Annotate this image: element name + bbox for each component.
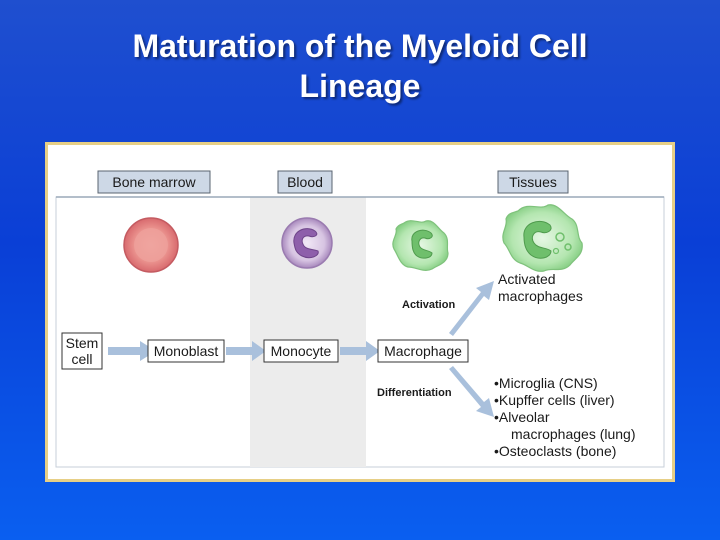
differentiated-item: •Alveolar	[494, 409, 550, 425]
differentiated-item: macrophages (lung)	[511, 426, 636, 442]
arrow-differentiation	[449, 366, 494, 417]
header-blood: Blood	[277, 170, 333, 194]
stem-cell-node: Stem cell	[61, 332, 103, 370]
header-blood-label: Blood	[287, 174, 323, 190]
slide-title-line-1: Maturation of the Myeloid Cell	[132, 28, 588, 64]
slide-title-line-2: Lineage	[299, 68, 421, 104]
header-bone-marrow: Bone marrow	[97, 170, 211, 194]
differentiation-label: Differentiation	[377, 387, 452, 399]
monoblast-cell-image	[123, 217, 179, 273]
header-bone-marrow-label: Bone marrow	[112, 174, 196, 190]
differentiated-item: •Microglia (CNS)	[494, 375, 598, 391]
header-tissues-label: Tissues	[509, 174, 557, 190]
monocyte-node: Monocyte	[263, 339, 339, 363]
arrow-stem-to-monoblast	[108, 341, 156, 361]
header-tissues: Tissues	[497, 170, 569, 194]
myeloid-lineage-figure: Bone marrow Blood Tissues	[45, 142, 675, 482]
stem-cell-label-line-1: Stem	[66, 335, 99, 351]
arrow-monoblast-to-monocyte	[226, 341, 266, 361]
arrow-monocyte-to-macrophage	[340, 341, 380, 361]
differentiated-item: •Osteoclasts (bone)	[494, 443, 616, 459]
monoblast-node: Monoblast	[147, 339, 225, 363]
arrow-activation	[449, 281, 494, 336]
macrophage-cell-image	[392, 220, 449, 271]
monocyte-label: Monocyte	[271, 343, 332, 359]
macrophage-label: Macrophage	[384, 343, 462, 359]
monocyte-cell-image	[281, 217, 333, 269]
stem-cell-label-line-2: cell	[71, 351, 92, 367]
lineage-diagram: Bone marrow Blood Tissues	[48, 145, 672, 468]
slide-title: Maturation of the Myeloid Cell Lineage	[0, 26, 720, 106]
differentiated-item: •Kupffer cells (liver)	[494, 392, 615, 408]
activated-macrophages-line-1: Activated	[498, 271, 556, 287]
monoblast-label: Monoblast	[154, 343, 219, 359]
activation-label: Activation	[402, 299, 455, 311]
activated-macrophages-line-2: macrophages	[498, 288, 583, 304]
macrophage-node: Macrophage	[377, 339, 469, 363]
activated-macrophage-cell-image	[502, 204, 583, 272]
